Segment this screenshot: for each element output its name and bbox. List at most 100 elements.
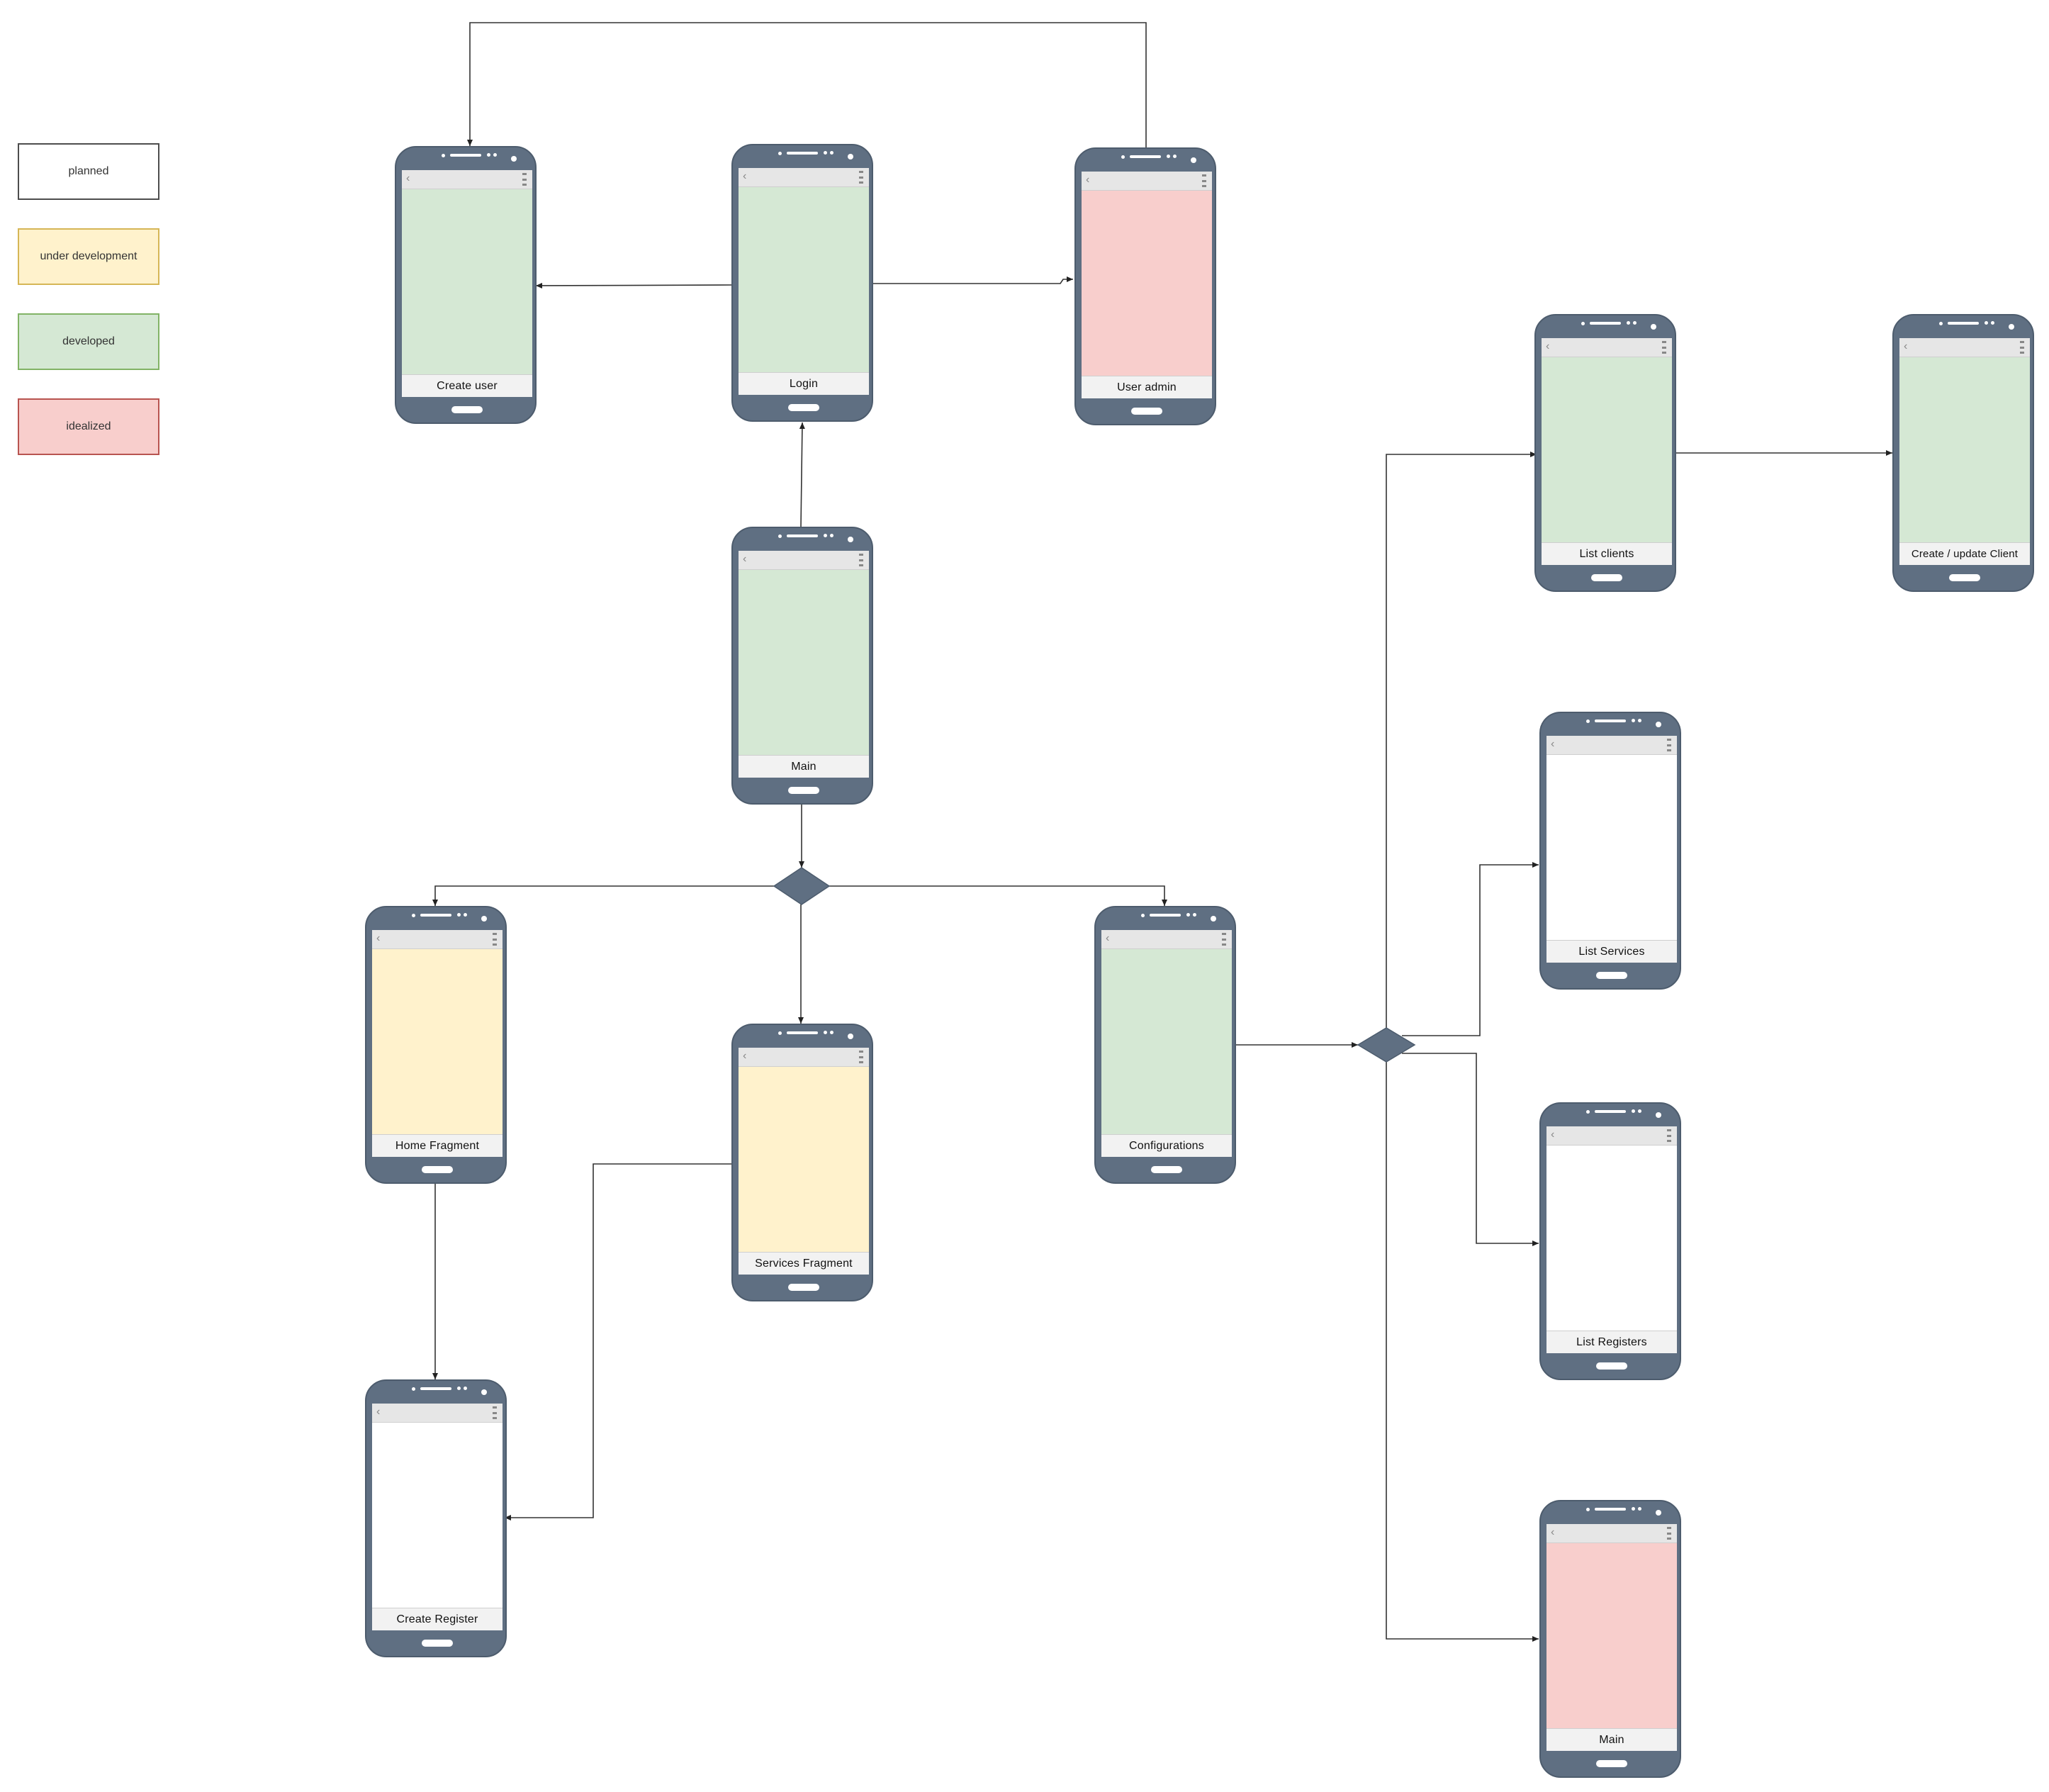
back-chevron-icon: ‹ [743,1050,747,1062]
sensor-icon [1638,719,1641,722]
legend-label: idealized [66,420,111,432]
phone-services-fragment[interactable]: ‹ Services Fragment [731,1024,873,1301]
sensor-icon [1638,1109,1641,1113]
legend-under-development: under development [18,228,159,285]
screen-content [1899,357,2030,542]
phone-configurations[interactable]: ‹ Configurations [1094,906,1236,1184]
speaker-icon [1590,322,1621,325]
edge-branch-to-main-config [1386,1062,1539,1642]
speaker-icon [450,154,481,157]
screen-content [1082,191,1212,376]
sensor-icon [824,151,827,155]
app-bar: ‹ [1082,172,1212,191]
screen-area: ‹ Configurations [1101,930,1232,1157]
overflow-menu-icon [2020,341,2024,354]
back-chevron-icon: ‹ [376,1406,381,1418]
edge-branch-to-home-fragment [432,885,774,906]
overflow-menu-icon [1667,1527,1671,1540]
screen-area: ‹ Home Fragment [372,930,503,1157]
app-bar: ‹ [1542,338,1672,357]
phone-main-config[interactable]: ‹ Main [1539,1500,1681,1778]
sensor-icon [464,1387,467,1390]
back-chevron-icon: ‹ [743,553,747,565]
phone-create-update-client[interactable]: ‹ Create / update Client [1892,314,2034,592]
screen-content [739,570,869,755]
app-bar: ‹ [1546,1126,1677,1146]
edge-branch-to-list-services [1402,862,1539,1036]
screen-content [1546,1146,1677,1331]
app-bar: ‹ [739,551,869,570]
phone-list-registers[interactable]: ‹ List Registers [1539,1102,1681,1380]
screen-content [1101,949,1232,1134]
screen-label: Configurations [1101,1134,1232,1157]
phone-create-register[interactable]: ‹ Create Register [365,1379,507,1657]
home-button [451,406,483,413]
screen-content [739,187,869,372]
edge-branch-to-list-registers [1402,1053,1539,1246]
screen-area: ‹ Services Fragment [739,1048,869,1275]
screen-content [1546,755,1677,940]
screen-area: ‹ List clients [1542,338,1672,565]
app-bar: ‹ [1899,338,2030,357]
phone-home-fragment[interactable]: ‹ Home Fragment [365,906,507,1184]
screen-label: List Services [1546,940,1677,963]
camera-icon [511,156,517,162]
speaker-icon [1150,914,1181,917]
screen-content [402,189,532,374]
sensor-icon [1586,1110,1590,1114]
sensor-icon [778,1031,782,1035]
sensor-icon [1638,1507,1641,1511]
legend-planned: planned [18,143,159,200]
sensor-icon [1632,1109,1635,1113]
home-button [1151,1166,1182,1173]
screen-label: Services Fragment [739,1252,869,1275]
sensor-icon [1193,913,1196,917]
overflow-menu-icon [1662,341,1666,354]
screen-label: Main [739,755,869,778]
sensor-icon [1173,155,1177,158]
camera-icon [848,154,853,159]
back-chevron-icon: ‹ [743,170,747,182]
legend-label: planned [68,165,109,177]
edge-login-to-create-user [535,282,732,289]
phone-create-user[interactable]: ‹ Create user [395,146,537,424]
back-chevron-icon: ‹ [1086,174,1090,186]
back-chevron-icon: ‹ [1904,340,1908,352]
overflow-menu-icon [1667,739,1671,751]
camera-icon [481,916,487,922]
screen-area: ‹ Create Register [372,1404,503,1630]
screen-label: Login [739,372,869,395]
sensor-icon [1586,1508,1590,1511]
overflow-menu-icon [493,933,497,946]
back-chevron-icon: ‹ [1551,1526,1555,1538]
screen-area: ‹ Main [1546,1524,1677,1751]
back-chevron-icon: ‹ [1106,932,1110,944]
screen-content [372,949,503,1134]
phone-login[interactable]: ‹ Login [731,144,873,422]
speaker-icon [787,152,818,155]
back-chevron-icon: ‹ [1551,738,1555,750]
screen-label: User admin [1082,376,1212,398]
screen-label: Home Fragment [372,1134,503,1157]
sensor-icon [830,151,833,155]
sensor-icon [457,1387,461,1390]
phone-user-admin[interactable]: ‹ User admin [1074,147,1216,425]
edge-user-admin-to-create-user [467,22,1147,147]
sensor-icon [457,913,461,917]
overflow-menu-icon [1222,933,1226,946]
app-bar: ‹ [1101,930,1232,949]
legend-developed: developed [18,313,159,370]
home-button [788,1284,819,1291]
phone-list-services[interactable]: ‹ List Services [1539,712,1681,990]
screen-label: Create user [402,374,532,397]
sensor-icon [1121,155,1125,159]
speaker-icon [1595,1508,1626,1511]
sensor-icon [830,534,833,537]
phone-list-clients[interactable]: ‹ List clients [1534,314,1676,592]
screen-area: ‹ Create user [402,170,532,397]
speaker-icon [1948,322,1979,325]
sensor-icon [1632,719,1635,722]
phone-main[interactable]: ‹ Main [731,527,873,805]
screen-content [1546,1543,1677,1728]
